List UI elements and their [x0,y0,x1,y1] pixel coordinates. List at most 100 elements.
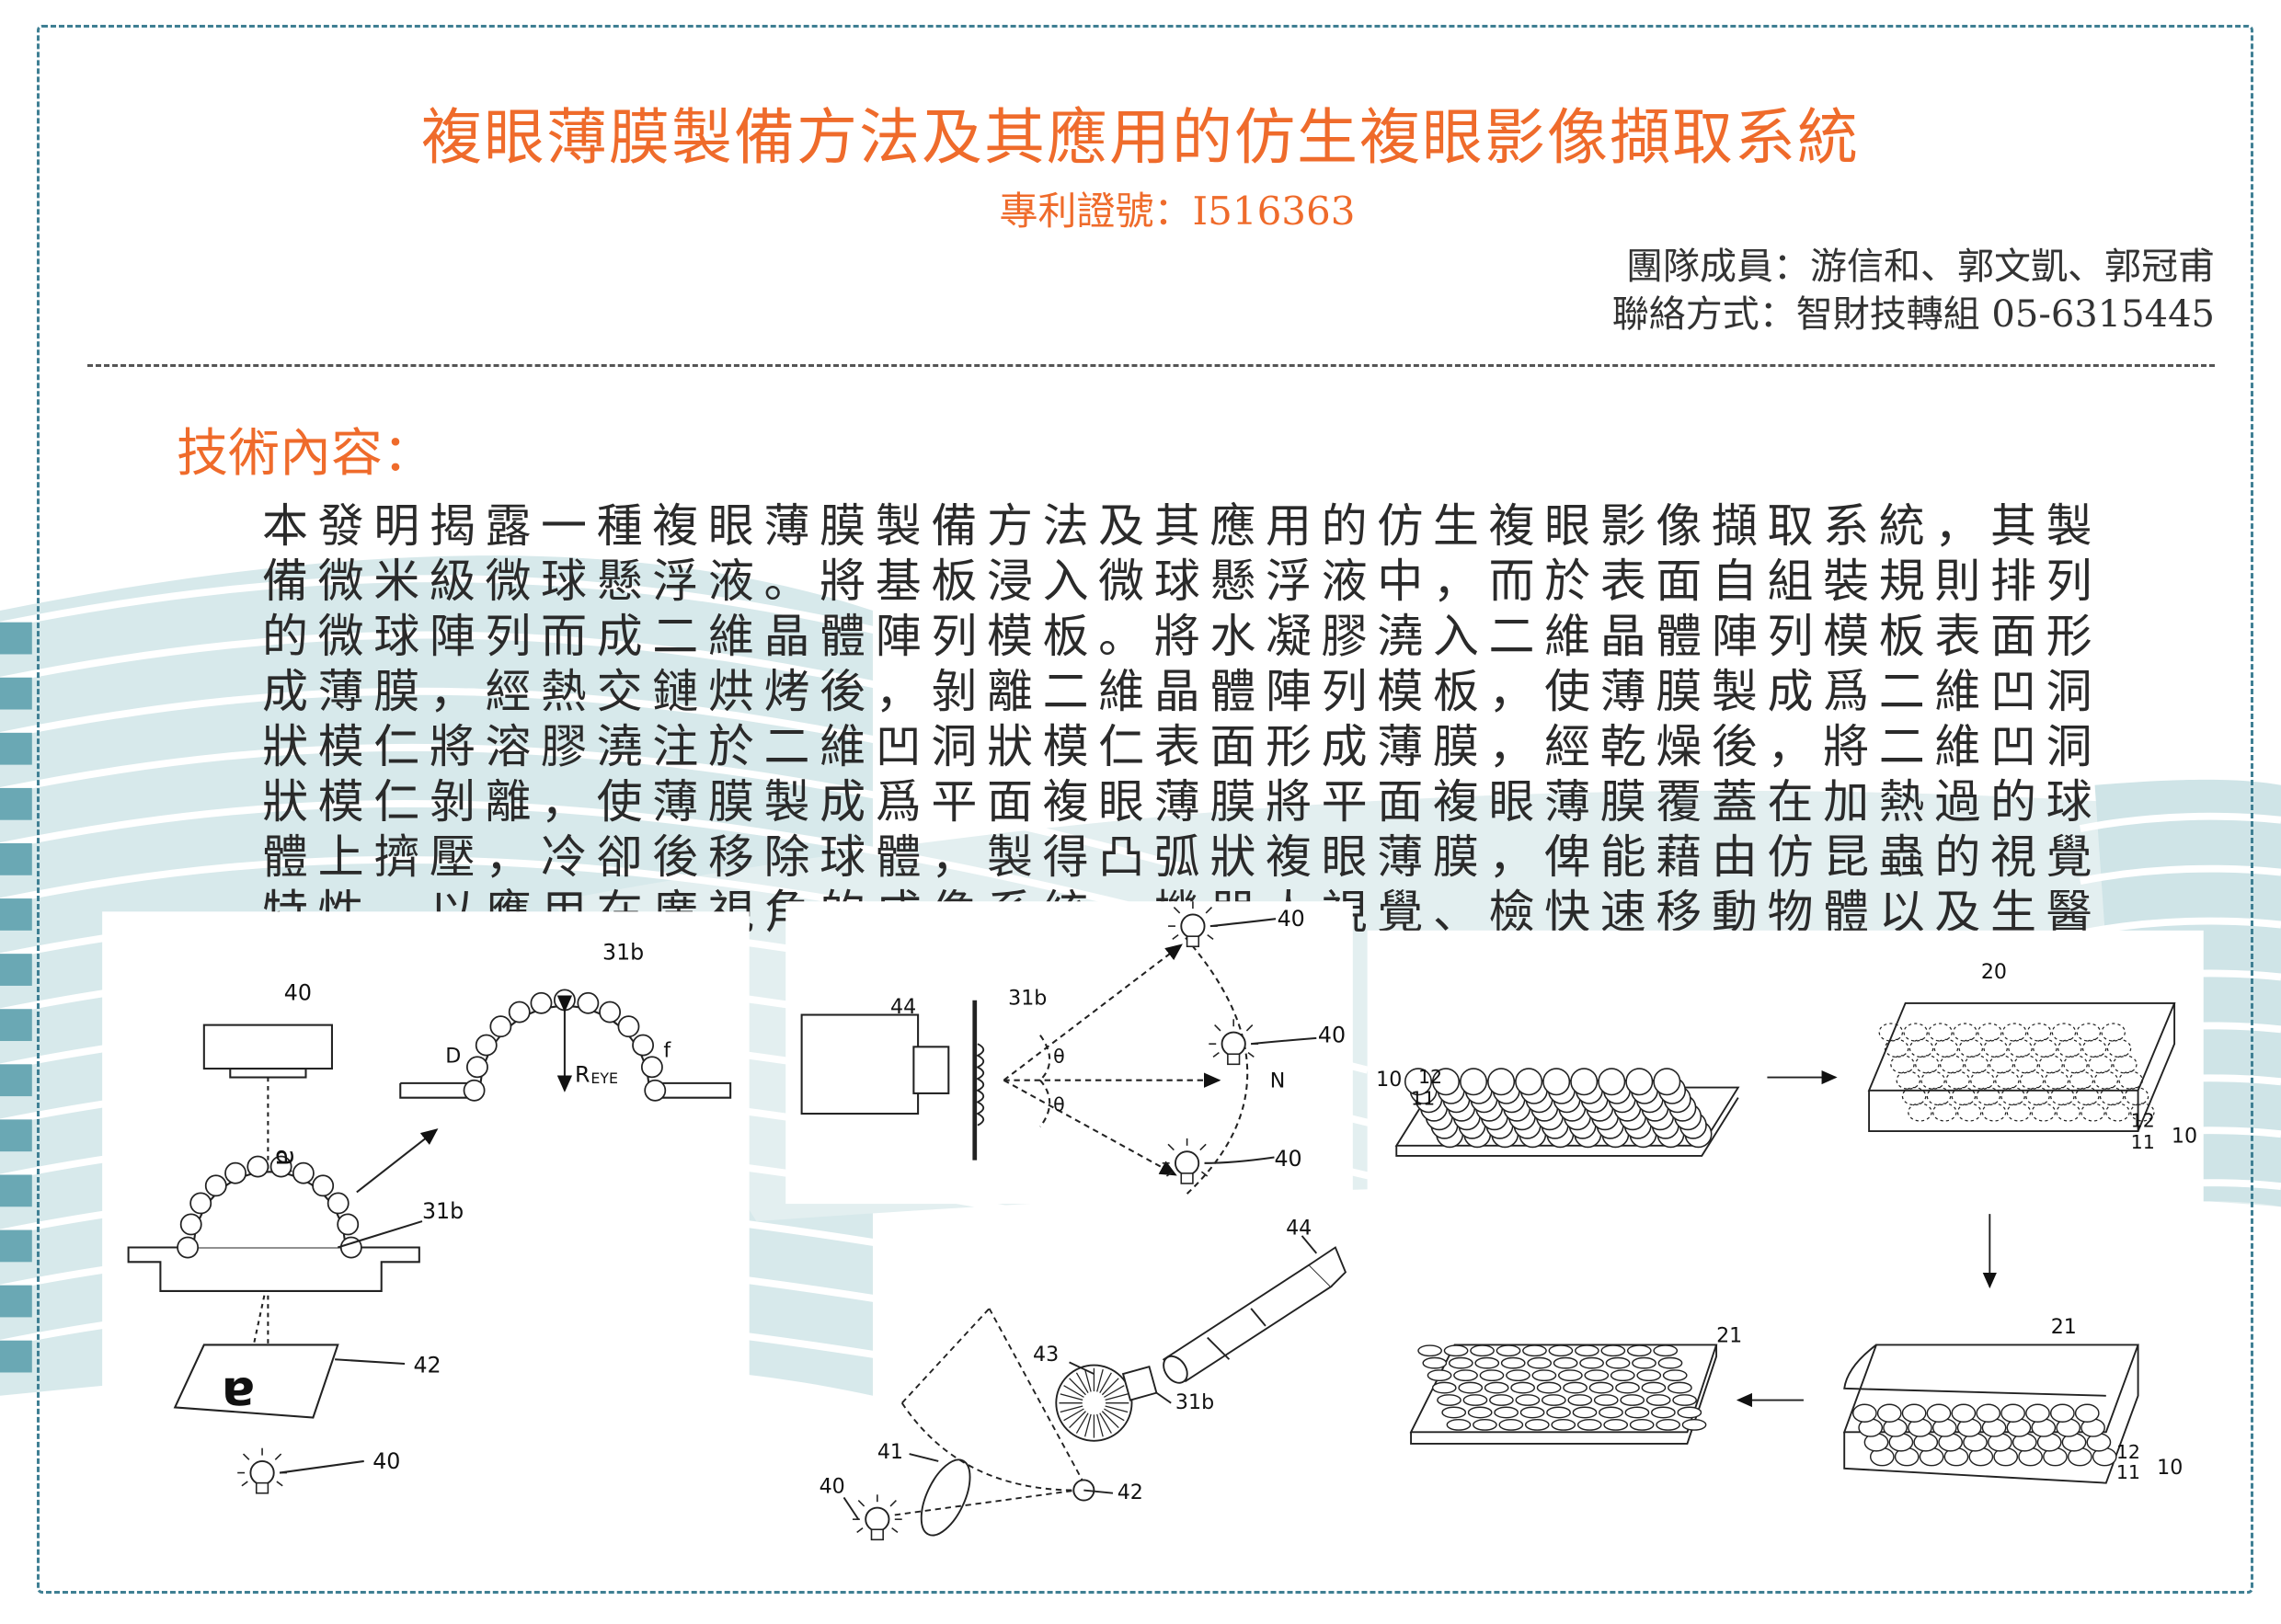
microlens [206,1175,226,1195]
sphere [1654,1069,1679,1094]
dimple [1595,1395,1618,1405]
dimple [1576,1345,1599,1355]
dimple [1656,1420,1679,1430]
dimple [1606,1358,1629,1368]
label: 21 [1716,1323,1742,1347]
microlens [618,1016,638,1036]
label: 40 [820,1475,845,1499]
dimple [1611,1370,1634,1380]
dimple [1601,1345,1624,1355]
dimple [1682,1420,1705,1430]
label: R [575,1061,590,1087]
microlens [555,989,575,1010]
dimple [1433,1382,1456,1392]
label: 12 [2131,1109,2155,1131]
dimple [1616,1382,1639,1392]
dimple [1637,1370,1660,1380]
dimple [1625,1407,1648,1417]
sphere [2001,1404,2024,1422]
dimple [1485,1382,1508,1392]
dimple [1473,1420,1496,1430]
dimple [1447,1420,1470,1430]
label: 10 [2172,1125,2197,1149]
label: 10 [1376,1068,1402,1092]
dimple [1499,1420,1522,1430]
camera [802,1015,918,1115]
microlens [600,1002,620,1023]
dimple [1564,1382,1587,1392]
sphere [1927,1404,1950,1422]
dimple [1475,1358,1498,1368]
dimple [1552,1420,1575,1430]
dimple [1438,1395,1461,1405]
label: 44 [1286,1216,1312,1240]
label: 12 [2116,1441,2140,1463]
dimple [1642,1382,1665,1392]
dimple [1547,1407,1570,1417]
dimple [1537,1382,1560,1392]
label: EYE [590,1069,618,1087]
camera-tube [1163,1264,1331,1380]
dimple [1549,1345,1572,1355]
light-bulb-icon [853,1494,902,1539]
microlens [510,1002,530,1023]
microlens [178,1237,198,1257]
dimple [1633,1358,1656,1368]
microlens [490,1016,510,1036]
label: a [269,1149,303,1166]
sphere [2026,1404,2049,1422]
sphere [1461,1069,1486,1094]
dimple [1469,1407,1492,1417]
film-frame [1123,1367,1156,1400]
dimple [1520,1407,1543,1417]
label: 20 [1981,960,2007,984]
dimple [1507,1370,1530,1380]
dimple [1664,1370,1687,1380]
dimple [1668,1382,1691,1392]
dimple [1532,1370,1555,1380]
label: 43 [1033,1343,1059,1367]
label: 40 [1278,906,1305,932]
label: a [222,1367,255,1424]
dimple [1516,1395,1539,1405]
microlens [313,1175,333,1195]
dimple [1450,1358,1473,1368]
sphere [2051,1404,2074,1422]
light-box [204,1025,332,1069]
sphere [1853,1404,1876,1422]
dimple [1490,1395,1513,1405]
dimple [1647,1395,1670,1405]
microlens [190,1193,211,1213]
figure-3 [843,1236,1345,1542]
dimple [1628,1345,1651,1355]
dimple [1423,1358,1446,1368]
sphere [1599,1069,1624,1094]
microlens [467,1057,487,1077]
sphere [1571,1069,1597,1094]
label: f [663,1038,671,1062]
label: 11 [1411,1088,1435,1110]
dimple [1444,1345,1467,1355]
stage [129,1248,419,1291]
dimple [1658,1358,1681,1368]
dimple [1528,1358,1551,1368]
dimple [1568,1395,1591,1405]
label: 31b [602,939,644,965]
sphere [1977,1404,2000,1422]
figure-3-labels: 44 43 31b 41 40 42 [820,1216,1312,1504]
label: 40 [373,1448,400,1474]
sphere [1626,1069,1652,1094]
dimple [1495,1407,1518,1417]
label: D [445,1045,461,1069]
microlens [181,1214,201,1234]
dimple [1553,1358,1576,1368]
label: 41 [877,1440,903,1464]
label: θ [1053,1046,1065,1068]
dimple [1599,1407,1622,1417]
microlens [247,1156,268,1176]
dimple [1471,1345,1494,1355]
label: 42 [413,1352,441,1378]
dimple [1589,1382,1612,1392]
microlens [476,1035,497,1056]
sphere-array [1405,1069,1712,1147]
